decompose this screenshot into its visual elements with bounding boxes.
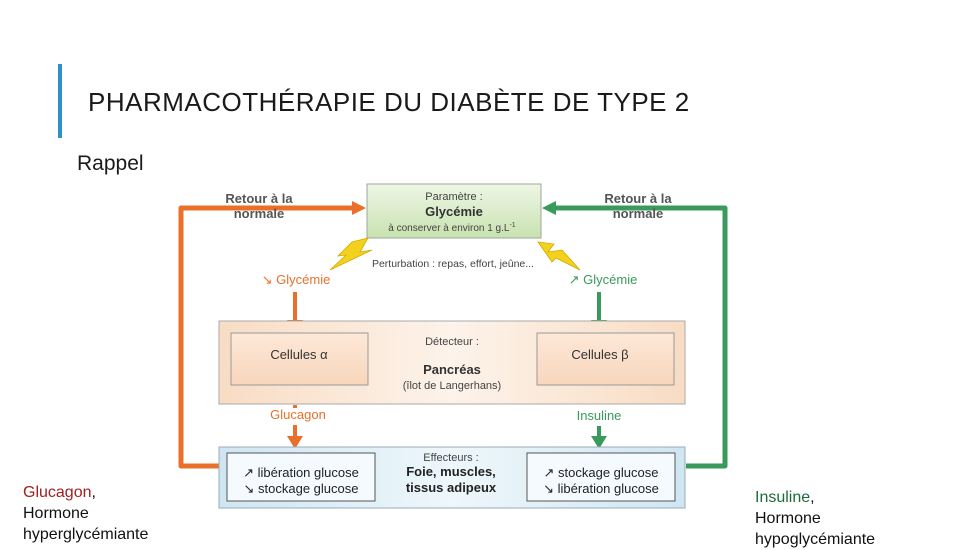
insuline-note-term: Insuline: [755, 489, 811, 506]
cellules-alpha-box: [230, 332, 369, 386]
glucagon-note-line2: Hormone: [23, 505, 89, 522]
orange-feedback-loop: [178, 201, 366, 469]
insuline-note: Insuline, Hormone hypoglycémiante: [755, 487, 955, 550]
glucagon-note-line3: hyperglycémiante: [23, 526, 149, 543]
effecteurs-organs-1: Foie, muscles,: [406, 464, 496, 479]
parametre-target: à conserver à environ 1 g.L-1: [388, 222, 516, 234]
title-accent-bar: [58, 64, 62, 138]
slide-title: PHARMACOTHÉRAPIE DU DIABÈTE DE TYPE 2: [88, 87, 690, 117]
retour-right-line2: normale: [613, 206, 664, 221]
detecteur-label: Détecteur :: [425, 336, 479, 348]
glucagon-note-term: Glucagon: [23, 484, 92, 501]
insuline-label: Insuline: [577, 408, 622, 423]
left-effect-2: ↘ stockage glucose: [244, 481, 359, 496]
perturbation-label: Perturbation : repas, effort, jeûne...: [372, 258, 534, 270]
glycemie-down-label: ↘ Glycémie: [262, 272, 331, 287]
retour-left-line1: Retour à la: [225, 191, 293, 206]
cellules-alpha-label: Cellules α: [270, 347, 328, 362]
parametre-box: [366, 183, 542, 239]
parametre-label: Paramètre :: [425, 191, 482, 203]
lightning-right-icon: [537, 241, 581, 271]
glucagon-label: Glucagon: [270, 407, 326, 422]
glycemie-up-label: ↗ Glycémie: [569, 272, 638, 287]
green-feedback-loop: [542, 201, 728, 469]
right-effect-2: ↘ libération glucose: [543, 481, 659, 496]
right-effect-1: ↗ stockage glucose: [544, 465, 659, 480]
detecteur-ilot: (îlot de Langerhans): [403, 380, 501, 392]
retour-left-line2: normale: [234, 206, 285, 221]
glucagon-note-sep: ,: [91, 484, 96, 501]
slide-subtitle: Rappel: [77, 152, 144, 175]
left-effects-box: [226, 452, 376, 502]
effecteurs-label: Effecteurs :: [423, 452, 478, 464]
effecteurs-organs-2: tissus adipeux: [406, 480, 497, 495]
cellules-beta-box: [536, 332, 675, 386]
left-effect-1: ↗ libération glucose: [243, 465, 359, 480]
detecteur-pancreas: Pancréas: [423, 362, 481, 377]
glucagon-note: Glucagon, Hormone hyperglycémiante: [23, 482, 223, 545]
parametre-glycemie: Glycémie: [425, 204, 483, 219]
arrow-insuline-to-effecteurs: [591, 426, 607, 449]
retour-right-line1: Retour à la: [604, 191, 672, 206]
right-effects-box: [526, 452, 676, 502]
cellules-beta-label: Cellules β: [571, 347, 628, 362]
lightning-left-icon: [329, 237, 373, 271]
arrow-glucagon-to-effecteurs: [287, 425, 303, 449]
insuline-note-line2: Hormone: [755, 510, 821, 527]
insuline-note-sep: ,: [810, 489, 815, 506]
